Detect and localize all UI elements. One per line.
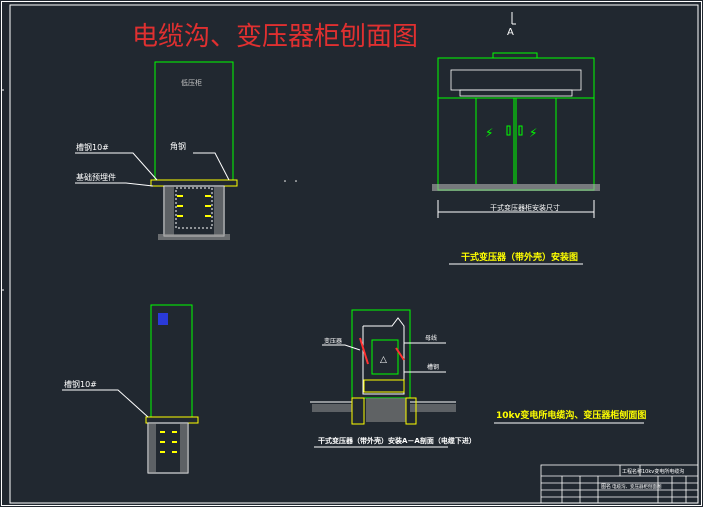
callout-leader xyxy=(193,152,230,181)
transformer-busbar xyxy=(459,89,573,97)
title-block-drawing-label: 图名 xyxy=(601,483,611,490)
callout-leader xyxy=(62,389,149,418)
cabinet-base xyxy=(150,179,238,187)
busbar-red xyxy=(359,337,369,365)
cable-trench-fill xyxy=(366,398,406,422)
drawing-frame-inner xyxy=(9,4,699,504)
floor-slab-right xyxy=(410,404,456,412)
cabinet-plinth xyxy=(432,184,600,191)
door-handle xyxy=(506,125,511,136)
drawing-title: 电缆沟、变压器柜刨面图 xyxy=(132,22,418,52)
title-block xyxy=(540,464,699,504)
cabinet-outline xyxy=(150,304,193,418)
low-voltage-cabinet-section: 低压柜 槽钢10# 基础预埋件 角钢 xyxy=(75,61,297,240)
transformer-core-upper xyxy=(450,69,582,91)
section-marker: A xyxy=(507,12,516,38)
cabinet-top-cap xyxy=(492,52,538,59)
trench-wall-left xyxy=(148,423,156,473)
section-marker-letter: A xyxy=(507,27,514,38)
cabinet-section-2: 槽钢10# xyxy=(62,304,199,474)
cabinet-label: 低压柜 xyxy=(181,78,202,87)
trench-wall-right xyxy=(214,186,224,236)
trench-wall-left xyxy=(164,186,174,236)
transformer-wheels xyxy=(363,379,405,393)
title-block-project-value: 10kv变电所电缆沟 xyxy=(642,468,684,475)
door-handle xyxy=(518,125,523,136)
trench-wall-right xyxy=(180,423,188,473)
cabinet-base xyxy=(145,416,199,424)
busbar-red xyxy=(395,347,405,361)
callout-channel-label: 槽钢 xyxy=(427,363,439,371)
callout-leader xyxy=(75,182,154,187)
callout-leader xyxy=(75,152,158,181)
caption-transformer-install: 干式变压器（带外壳）安装图 xyxy=(461,251,578,263)
trench-wall-right xyxy=(405,397,417,425)
high-voltage-warning-icon: ⚡ xyxy=(529,126,537,140)
trench-floor xyxy=(158,234,230,240)
transformer-body xyxy=(362,317,405,395)
callout-angle-label: 角钢 xyxy=(170,141,186,151)
high-voltage-warning-icon: ⚡ xyxy=(485,126,493,140)
callout-base-label: 基础预埋件 xyxy=(76,172,116,182)
callout-channel-label: 槽钢10# xyxy=(64,379,97,389)
floor-slab-left xyxy=(312,404,352,412)
transformer-symbol-icon: △ xyxy=(380,355,387,365)
cable-tray xyxy=(175,187,213,229)
cable-tray-rungs xyxy=(160,431,177,453)
cable-tray-rungs xyxy=(177,195,211,217)
transformer-cabinet-front: ⚡ ⚡ 干式变压器柜安装尺寸 干式变压器（带外壳）安装图 xyxy=(432,52,600,265)
title-block-project-label: 工程名称 xyxy=(622,468,642,475)
caption-section-aa: 干式变压器（带外壳）安装A－A剖面（电缆下进） xyxy=(318,436,476,445)
caption-right-main: 10kv变电所电缆沟、变压器柜刨面图 xyxy=(496,409,646,421)
transformer-core xyxy=(371,339,399,375)
transformer-section-aa: △ 变压器 母线 槽钢 干式变压器（带外壳）安装A－A剖面（电缆下进） xyxy=(310,309,476,448)
stray-points xyxy=(284,180,297,182)
callout-leader xyxy=(322,344,361,351)
title-block-drawing-value: 电缆沟、变压器柜刨面图 xyxy=(612,483,662,490)
dimension-label: 干式变压器柜安装尺寸 xyxy=(490,203,560,212)
callout-busbar-label: 母线 xyxy=(425,334,437,342)
callout-channel-label: 槽钢10# xyxy=(76,142,109,152)
callout-transformer-label: 变压器 xyxy=(324,337,342,345)
cabinet-nameplate xyxy=(158,313,168,325)
trench-wall-left xyxy=(351,397,365,425)
